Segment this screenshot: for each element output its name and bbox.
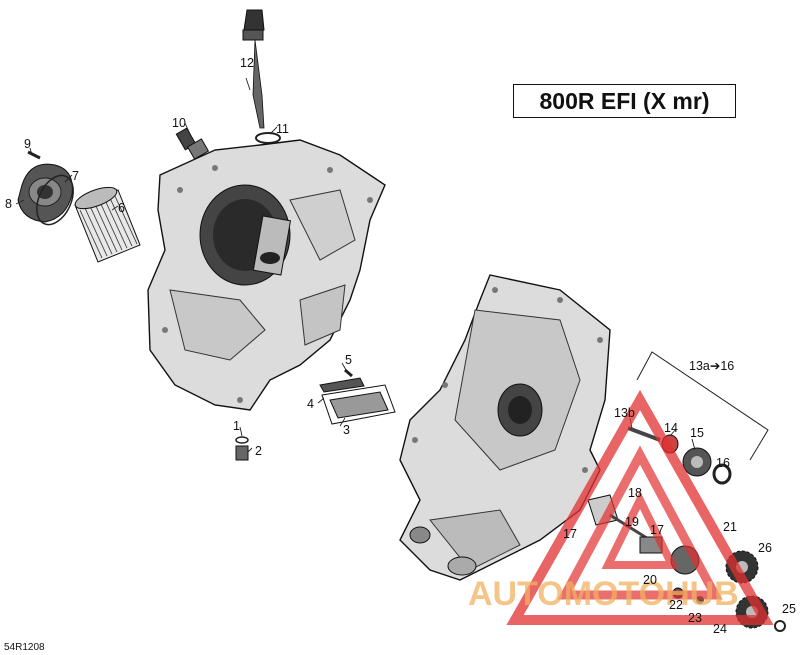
callout-3: 3 — [343, 423, 350, 437]
callout-22: 22 — [669, 598, 683, 612]
callout-21: 21 — [723, 520, 737, 534]
sensor-part — [175, 127, 210, 160]
callout-6: 6 — [118, 201, 125, 215]
group-label: 13a➔16 — [689, 359, 734, 373]
callout-14: 14 — [664, 421, 678, 435]
oil-filter-part — [74, 186, 141, 263]
callout-4: 4 — [307, 397, 314, 411]
drain-plug-part — [235, 436, 249, 461]
group-bracket-line — [636, 351, 769, 461]
watermark-text: AUTOMOTOHUB — [468, 575, 739, 613]
dipstick-part — [242, 9, 265, 129]
diagram-code: 54R1208 — [4, 642, 45, 653]
callout-26: 26 — [758, 541, 772, 555]
crankcase-right-part — [399, 274, 611, 581]
callout-20: 20 — [643, 573, 657, 587]
callout-18: 18 — [628, 486, 642, 500]
callout-7: 7 — [72, 169, 79, 183]
oil-screen-part — [319, 368, 396, 425]
callout-15: 15 — [690, 426, 704, 440]
callout-13b: 13b — [614, 406, 635, 420]
filter-o-ring-part — [36, 174, 74, 226]
callout-17b: 17 — [650, 523, 664, 537]
filter-cover-part — [17, 150, 73, 223]
callout-16: 16 — [716, 456, 730, 470]
callout-5: 5 — [345, 353, 352, 367]
model-title: 800R EFI (X mr) — [513, 84, 736, 118]
o-ring-part — [255, 132, 281, 144]
callout-11: 11 — [276, 122, 289, 136]
callout-23: 23 — [688, 611, 702, 625]
callout-25: 25 — [782, 602, 796, 616]
callout-labels: 12 11 10 9 8 7 6 5 4 3 1 2 13a➔16 13b 14… — [5, 56, 796, 636]
callout-9: 9 — [24, 137, 31, 151]
callout-12: 12 — [240, 56, 254, 70]
watermark-logo: AUTOMOTOHUB — [468, 389, 774, 625]
callout-8: 8 — [5, 197, 12, 211]
callout-2: 2 — [255, 444, 262, 458]
callout-24: 24 — [713, 622, 727, 636]
callout-10: 10 — [172, 116, 186, 130]
callout-19: 19 — [625, 515, 639, 529]
callout-1: 1 — [233, 419, 240, 433]
callout-17a: 17 — [563, 527, 577, 541]
crankcase-left-part — [147, 139, 386, 411]
